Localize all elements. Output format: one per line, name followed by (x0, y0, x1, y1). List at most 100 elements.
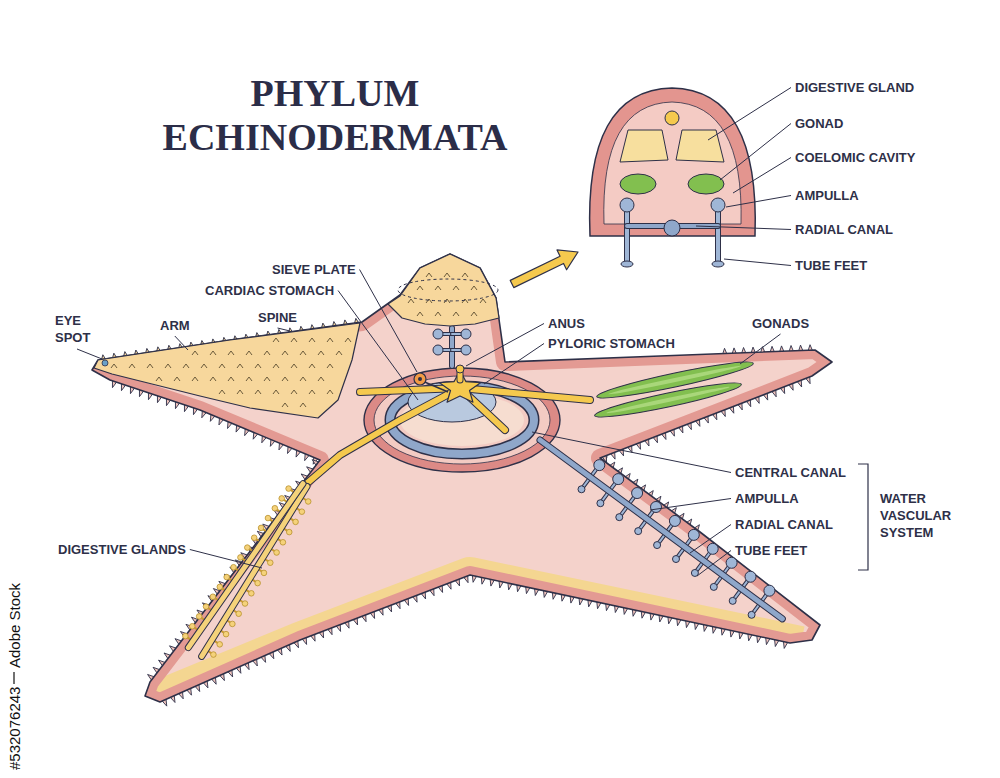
leader-line (720, 124, 791, 181)
body-wall-layers (92, 254, 832, 706)
part-label: TUBE FEET (795, 258, 867, 273)
spine-mark (165, 364, 171, 368)
tube-foot (672, 556, 679, 563)
part-label: AMPULLA (735, 491, 799, 506)
spine-mark (273, 338, 279, 342)
tube-foot (597, 500, 604, 507)
spine-mark (192, 351, 198, 355)
pyloric-duct (460, 388, 590, 400)
watermark-separator (13, 672, 14, 684)
digestive-gland-outline (188, 484, 303, 648)
ampulla-section (620, 198, 634, 212)
gland-lobule (203, 604, 209, 610)
spine-mark (318, 377, 324, 381)
part-label: ARM (160, 318, 190, 333)
skin-surface (94, 323, 360, 418)
leader-line (190, 550, 262, 569)
spine-mark (228, 377, 234, 381)
tube-foot-stem (625, 207, 629, 262)
radial-canal-lumen (664, 220, 680, 236)
ampulla (688, 529, 699, 540)
gland-lobule (217, 584, 223, 590)
leader-line (484, 344, 544, 385)
anus (456, 365, 464, 373)
tube-foot-stem-outline (624, 207, 630, 262)
sieve-plate (414, 373, 426, 385)
spine-mark (435, 312, 441, 316)
gonad-section (665, 111, 679, 125)
gland-lobule (183, 633, 189, 639)
section-marker (398, 279, 498, 301)
gonad-section (620, 174, 656, 194)
spine-mark (210, 351, 216, 355)
ampulla (764, 585, 775, 596)
gland-lobule (280, 539, 286, 545)
ampulla (669, 515, 680, 526)
gonad-section (688, 174, 724, 194)
spine-mark (264, 377, 270, 381)
spine-mark (300, 377, 306, 381)
water-vascular-system (433, 328, 782, 619)
spine-mark (273, 390, 279, 394)
system-bracket (858, 464, 868, 570)
ampulla (745, 571, 756, 582)
spine-mark (183, 364, 189, 368)
gland-lobule (231, 564, 237, 570)
group-label: WATER VASCULAR SYSTEM (880, 490, 985, 541)
gland-lobule (242, 601, 248, 607)
spine-mark (318, 351, 324, 355)
spine-mark (291, 364, 297, 368)
digestive-gland (188, 484, 303, 648)
body-wall (92, 254, 832, 702)
aboral-skin (94, 254, 499, 418)
spine-mark (255, 390, 261, 394)
spine-mark (111, 364, 117, 368)
spine-mark (417, 312, 423, 316)
spine-mark (246, 351, 252, 355)
gland-lobule (274, 550, 280, 556)
part-label: GONADS (752, 316, 809, 331)
part-label: CARDIAC STOMACH (205, 283, 334, 298)
watermark: #532076243 (6, 687, 23, 770)
tube-foot (748, 611, 755, 618)
gland-lobule (279, 496, 285, 502)
spine-mark (228, 351, 234, 355)
gland-lobule (255, 580, 261, 586)
leader-line (696, 226, 791, 230)
leader-line (733, 158, 791, 194)
gland-lobule (251, 535, 257, 541)
gland-lobule (211, 652, 217, 658)
gland-lobule (217, 642, 223, 648)
part-label: COELOMIC CAVITY (795, 150, 915, 165)
gland-lobule (224, 574, 230, 580)
spine-mark (336, 351, 342, 355)
leader-line (532, 432, 731, 473)
spine-mark (273, 364, 279, 368)
digestive-gland-outline (202, 486, 307, 656)
ampulla (433, 329, 443, 339)
part-label: ANUS (548, 316, 585, 331)
leader-line (338, 291, 418, 401)
part-label: GONAD (795, 116, 843, 131)
tube-foot (616, 514, 623, 521)
leader-line (77, 349, 102, 359)
spine-mark (309, 364, 315, 368)
leader-line (726, 196, 791, 208)
part-label: RADIAL CANAL (735, 517, 833, 532)
spine-mark (327, 338, 333, 342)
spine-mark (210, 377, 216, 381)
diagram-title: PHYLUM ECHINODERMATA (150, 72, 520, 159)
spine-mark (129, 364, 135, 368)
gland-lobule (189, 623, 195, 629)
spine-mark (264, 351, 270, 355)
leader-lines (77, 88, 791, 577)
gland-lobule (230, 621, 236, 627)
part-label: TUBE FEET (735, 543, 807, 558)
starfish-outline (92, 254, 832, 702)
gland-lobule (236, 611, 242, 617)
coelomic-cavity (604, 102, 741, 224)
gland-lobule (305, 499, 311, 505)
gland-lobule (286, 486, 292, 492)
spine-mark (444, 273, 450, 277)
